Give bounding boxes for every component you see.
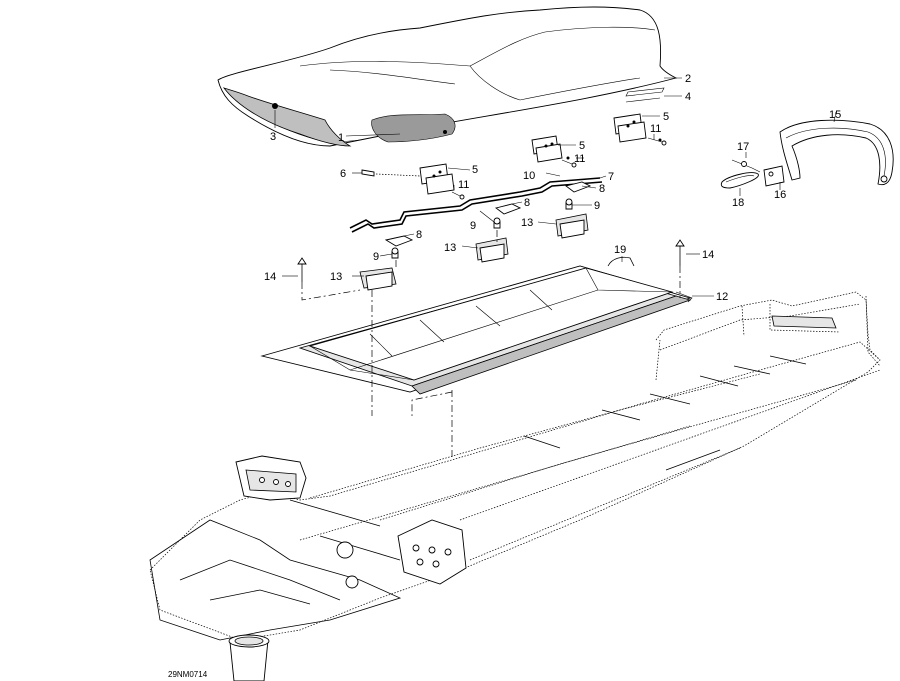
strap-19: [607, 256, 635, 267]
drawing-code: 29NM0714: [168, 670, 208, 679]
callout-19: 19: [614, 244, 626, 256]
handle-hardware: [720, 159, 785, 189]
callout-18: 18: [732, 197, 744, 209]
callout-14-left: 14: [264, 271, 276, 283]
callout-12: 12: [716, 291, 728, 303]
pins: [297, 239, 685, 282]
seat-plug-dot: [272, 103, 278, 109]
callout-13-middle: 13: [444, 242, 456, 254]
callout-5-middle: 5: [579, 140, 585, 152]
callout-labels: 1 2 3 4 5 5 5 6 7 8 8 8 9 9 9 10 11 11 1…: [264, 73, 841, 303]
callout-14-right: 14: [702, 249, 714, 261]
callout-9-middle: 9: [470, 220, 476, 232]
callout-1: 1: [338, 132, 344, 144]
leader-lines: [274, 77, 837, 297]
chassis: [149, 291, 881, 681]
callout-6: 6: [340, 168, 346, 180]
callout-15: 15: [829, 109, 841, 121]
hinge-left: [419, 163, 465, 200]
callout-8-middle: 8: [524, 197, 530, 209]
grab-handle: [779, 119, 894, 186]
screws: [391, 198, 573, 259]
callout-17: 17: [737, 141, 749, 153]
alignment-lines: [301, 230, 681, 460]
callout-11-middle: 11: [574, 153, 585, 165]
storage-tray: [260, 265, 693, 395]
hinge-right: [613, 113, 667, 146]
callout-9-right: 9: [594, 200, 600, 212]
callout-3: 3: [270, 131, 276, 143]
callout-11-left: 11: [458, 179, 469, 191]
latch-rod: [349, 177, 603, 233]
callout-8-left: 8: [416, 229, 422, 241]
callout-5-right: 5: [663, 111, 669, 123]
latch-clips: [384, 181, 592, 247]
brackets: [359, 213, 589, 291]
callout-13-left: 13: [330, 271, 342, 283]
callout-10: 10: [523, 170, 535, 182]
small-hardware: [361, 138, 662, 177]
callout-2: 2: [685, 73, 691, 85]
callout-5-left: 5: [472, 164, 478, 176]
callout-4: 4: [685, 91, 691, 103]
callout-11-right: 11: [650, 123, 661, 135]
hinge-middle: [531, 135, 577, 168]
seat: [217, 6, 678, 147]
callout-16: 16: [774, 189, 786, 201]
callout-13-right: 13: [521, 217, 533, 229]
callout-7: 7: [608, 171, 614, 183]
callout-8-right: 8: [599, 183, 605, 195]
callout-9-left: 9: [373, 251, 379, 263]
